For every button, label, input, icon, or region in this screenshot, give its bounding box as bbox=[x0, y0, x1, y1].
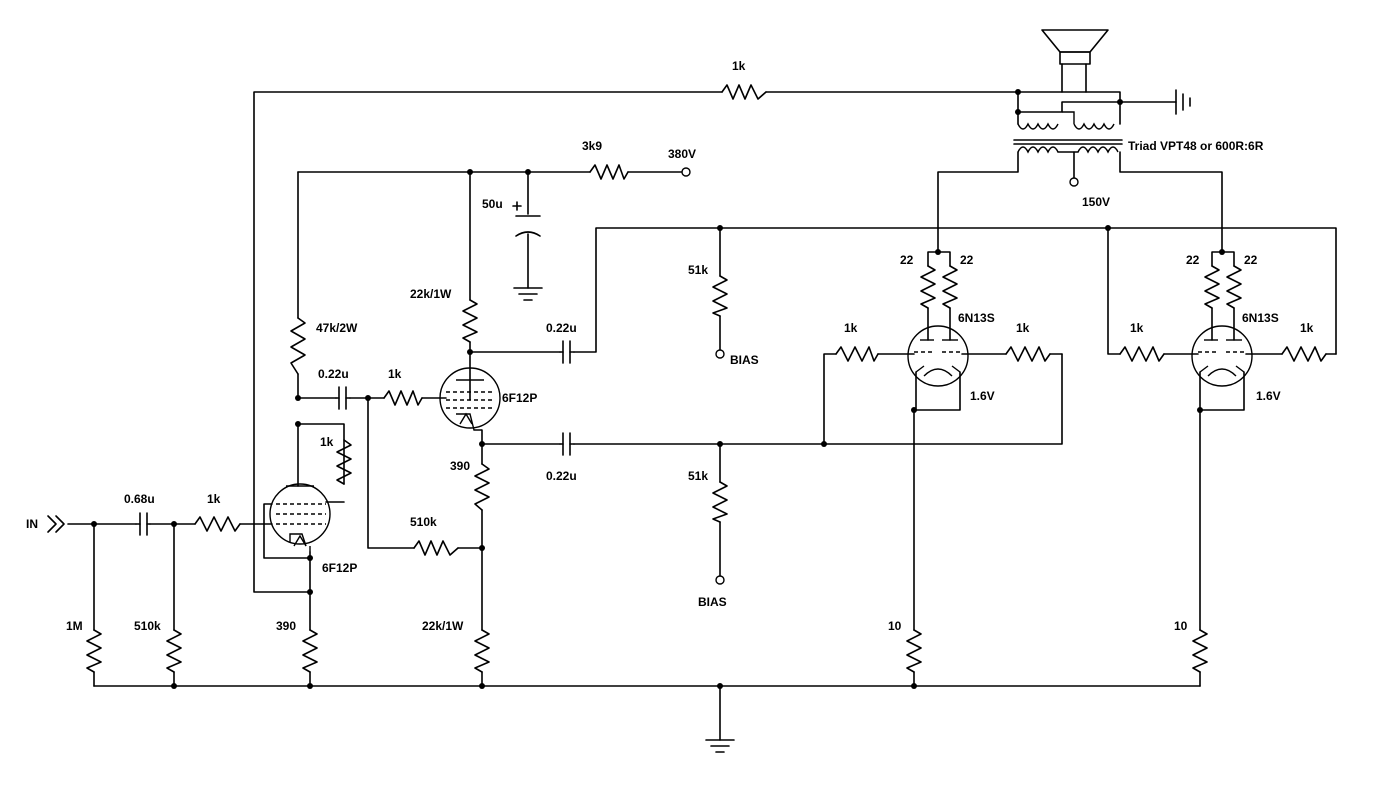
resistor-22-v4b bbox=[1226, 265, 1242, 309]
resistors bbox=[86, 84, 1327, 673]
speaker-icon bbox=[1041, 29, 1109, 65]
label-tube-v2: 6F12P bbox=[502, 391, 537, 405]
label-r-22k-tail: 22k/1W bbox=[422, 619, 464, 633]
resistor-51k-top bbox=[712, 275, 728, 317]
capacitor-022u-bottom bbox=[559, 432, 575, 456]
label-tube-v4: 6N13S bbox=[1242, 311, 1279, 325]
label-r-v4-plate-a: 22 bbox=[1186, 253, 1200, 267]
label-r-v4-grid-left: 1k bbox=[1130, 321, 1144, 335]
resistor-510k-grid bbox=[166, 629, 182, 673]
resistor-3k9 bbox=[589, 164, 629, 180]
label-r-390-v1: 390 bbox=[276, 619, 296, 633]
resistor-22-v3a bbox=[920, 265, 936, 309]
resistor-1k-v2-grid bbox=[383, 390, 423, 406]
label-c-bottom: 0.22u bbox=[546, 469, 577, 483]
label-r-390-v2: 390 bbox=[450, 459, 470, 473]
input-arrow-icon bbox=[47, 515, 65, 533]
resistor-47k bbox=[290, 317, 306, 375]
resistor-390-v1 bbox=[302, 629, 318, 673]
capacitor-50u-electrolytic bbox=[512, 201, 541, 237]
capacitor-022u-v1 bbox=[335, 386, 351, 410]
label-supply: 380V bbox=[668, 147, 696, 161]
label-r-v3-plate-a: 22 bbox=[900, 253, 914, 267]
resistor-390-v2 bbox=[474, 463, 490, 511]
label-in: IN bbox=[26, 517, 38, 531]
resistor-510k-feedback bbox=[413, 540, 459, 556]
resistor-22k-tail bbox=[474, 629, 490, 673]
labels: IN 0.68u 0.22u 0.22u 0.22u 50u 1M 1k 510… bbox=[26, 59, 1314, 633]
label-r-51k-bottom: 51k bbox=[688, 469, 708, 483]
label-r-screen: 1k bbox=[320, 435, 334, 449]
label-r-v4-cathode: 10 bbox=[1174, 619, 1188, 633]
label-v4-cathode-v: 1.6V bbox=[1256, 389, 1281, 403]
label-r-1m: 1M bbox=[66, 619, 83, 633]
label-r-v3-cathode: 10 bbox=[888, 619, 902, 633]
tube-v4-double-triode bbox=[1191, 325, 1253, 387]
label-tube-v3: 6N13S bbox=[958, 311, 995, 325]
resistor-22k-plate bbox=[462, 299, 478, 343]
label-r-in-1k: 1k bbox=[207, 492, 221, 506]
label-r-v2-grid: 1k bbox=[388, 367, 402, 381]
resistor-1m bbox=[86, 629, 102, 673]
label-r-v3-grid-left: 1k bbox=[844, 321, 858, 335]
resistor-1k-input bbox=[194, 516, 241, 532]
label-r-v4-plate-b: 22 bbox=[1244, 253, 1258, 267]
label-r-510k-grid: 510k bbox=[134, 619, 161, 633]
label-c-v1: 0.22u bbox=[318, 367, 349, 381]
label-r-global: 1k bbox=[732, 59, 746, 73]
label-r-3k9: 3k9 bbox=[582, 139, 602, 153]
resistor-1k-v3-right bbox=[1005, 346, 1051, 362]
label-ct: 150V bbox=[1082, 195, 1110, 209]
resistor-10-v3 bbox=[906, 629, 922, 673]
chassis-ground-icon bbox=[1175, 89, 1191, 115]
label-r-510k-fb: 510k bbox=[410, 515, 437, 529]
label-r-v4-grid-right: 1k bbox=[1300, 321, 1314, 335]
tube-v2-pentode bbox=[439, 367, 501, 431]
resistor-10-v4 bbox=[1192, 629, 1208, 673]
label-r-47k: 47k/2W bbox=[316, 321, 358, 335]
label-v3-cathode-v: 1.6V bbox=[970, 389, 995, 403]
resistor-1k-v4-right bbox=[1281, 346, 1327, 362]
capacitor-022u-top bbox=[559, 340, 575, 364]
label-bias-top: BIAS bbox=[730, 353, 759, 367]
resistor-1k-screen bbox=[336, 439, 352, 485]
label-transformer: Triad VPT48 or 600R:6R bbox=[1128, 139, 1264, 153]
label-bias-bottom: BIAS bbox=[698, 595, 727, 609]
label-r-v3-plate-b: 22 bbox=[960, 253, 974, 267]
junctions bbox=[91, 89, 1225, 689]
resistor-51k-bottom bbox=[712, 481, 728, 523]
label-c-top: 0.22u bbox=[546, 321, 577, 335]
label-r-51k-top: 51k bbox=[688, 263, 708, 277]
label-r-v3-grid-right: 1k bbox=[1016, 321, 1030, 335]
resistor-22-v4a bbox=[1204, 265, 1220, 309]
label-tube-v1: 6F12P bbox=[322, 561, 357, 575]
resistor-1k-global bbox=[721, 84, 767, 100]
output-transformer bbox=[1013, 111, 1123, 154]
tube-v3-double-triode bbox=[907, 325, 969, 387]
tube-v1-pentode bbox=[269, 483, 331, 552]
resistor-22-v3b bbox=[942, 265, 958, 309]
label-c-in: 0.68u bbox=[124, 492, 155, 506]
resistor-1k-v4-left bbox=[1119, 346, 1165, 362]
wiring bbox=[67, 63, 1337, 741]
ground-icon bbox=[705, 739, 735, 753]
capacitor-068u bbox=[135, 512, 151, 536]
ground-icon bbox=[513, 287, 543, 301]
terminals bbox=[681, 167, 1079, 585]
label-c-filter: 50u bbox=[482, 197, 503, 211]
resistor-1k-v3-left bbox=[835, 346, 879, 362]
capacitors bbox=[135, 201, 575, 536]
label-r-22k-plate: 22k/1W bbox=[410, 287, 452, 301]
